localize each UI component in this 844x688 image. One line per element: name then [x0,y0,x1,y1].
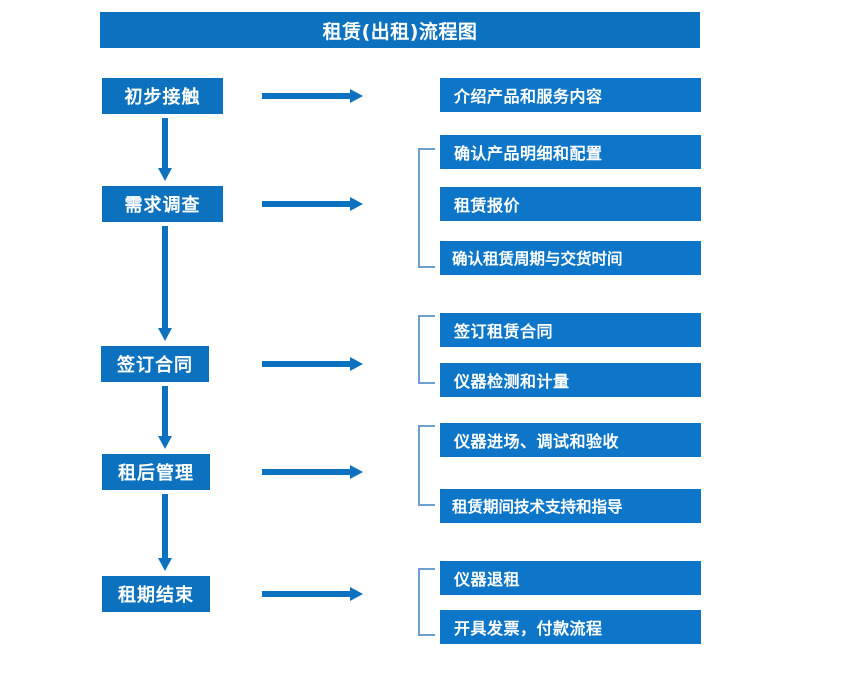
stage-label-1: 初步接触 [124,87,201,108]
stage-box-5[interactable]: 租期结束 [102,576,210,612]
down-arrow-1 [150,118,180,182]
right-arrow-4 [262,464,364,480]
detail-box-10[interactable]: 开具发票，付款流程 [440,610,701,644]
detail-label-8: 租赁期间技术支持和指导 [452,498,623,516]
detail-label-7: 仪器进场、调试和验收 [454,432,620,451]
right-arrow-5 [262,586,364,602]
down-arrow-4 [150,494,180,572]
down-arrow-2 [150,226,180,342]
page-title: 租赁(出租)流程图 [100,12,700,48]
detail-label-2: 确认产品明细和配置 [454,144,603,163]
detail-label-6: 仪器检测和计量 [454,372,570,391]
right-arrow-3 [262,356,364,372]
stage-box-4[interactable]: 租后管理 [102,454,210,490]
stage-box-2[interactable]: 需求调查 [102,186,223,222]
detail-box-1[interactable]: 介绍产品和服务内容 [440,78,701,112]
detail-box-6[interactable]: 仪器检测和计量 [440,363,701,397]
stage-box-3[interactable]: 签订合同 [101,346,209,382]
stage-label-3: 签订合同 [117,355,193,376]
right-arrow-1 [262,88,364,104]
group-bracket-2 [418,315,435,384]
detail-box-4[interactable]: 确认租赁周期与交货时间 [440,241,701,275]
detail-label-5: 签订租赁合同 [454,322,554,341]
stage-label-4: 租后管理 [118,463,194,484]
down-arrow-3 [150,386,180,450]
detail-box-2[interactable]: 确认产品明细和配置 [440,135,701,169]
detail-label-9: 仪器退租 [454,570,521,589]
detail-box-8[interactable]: 租赁期间技术支持和指导 [440,489,701,523]
detail-label-4: 确认租赁周期与交货时间 [452,250,623,268]
detail-label-10: 开具发票，付款流程 [454,619,603,638]
detail-box-7[interactable]: 仪器进场、调试和验收 [440,423,701,457]
detail-box-5[interactable]: 签订租赁合同 [440,313,701,347]
stage-label-5: 租期结束 [118,585,194,606]
group-bracket-1 [418,148,435,268]
detail-box-9[interactable]: 仪器退租 [440,561,701,595]
group-bracket-3 [418,425,435,506]
right-arrow-2 [262,196,364,212]
group-bracket-4 [418,568,435,636]
stage-box-1[interactable]: 初步接触 [102,78,223,114]
detail-label-1: 介绍产品和服务内容 [454,87,603,106]
detail-label-3: 租赁报价 [454,196,521,215]
detail-box-3[interactable]: 租赁报价 [440,187,701,221]
stage-label-2: 需求调查 [124,195,201,216]
